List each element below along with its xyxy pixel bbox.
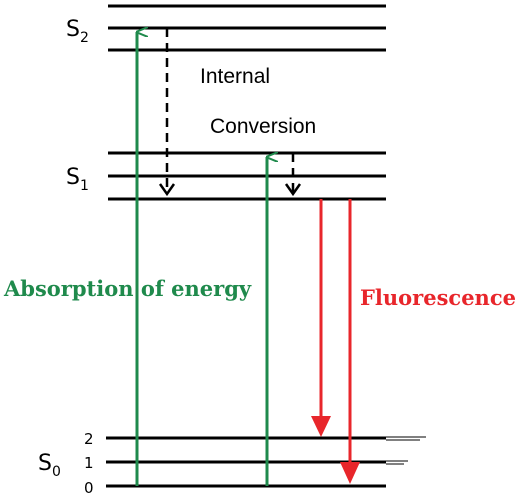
internal-conversion-label-line1: Internal <box>200 65 270 88</box>
s0-label: S0 <box>38 451 61 480</box>
s1-label: S1 <box>66 165 89 194</box>
s2-label: S2 <box>66 17 89 46</box>
vib-level-label-0: 0 <box>84 479 94 497</box>
s2-levels <box>108 4 386 52</box>
absorption-label: Absorption of energy <box>3 276 252 301</box>
fluorescence-label: Fluorescence <box>360 285 516 310</box>
internal-conversion-label-line2: Conversion <box>210 115 316 138</box>
s1-levels <box>108 151 386 201</box>
absorption-arrows <box>135 32 267 486</box>
vib-level-label-2: 2 <box>84 430 94 448</box>
ic-arrow-within-s1-head <box>284 183 302 197</box>
s0-level-tails <box>386 436 426 465</box>
fluorescence-arrow-to-level-0-head <box>340 462 360 484</box>
internal-conversion-arrows <box>158 28 302 197</box>
s0-levels <box>106 436 386 488</box>
fluorescence-arrow-to-level-2-head <box>311 416 331 437</box>
vib-level-label-1: 1 <box>84 454 94 472</box>
fluorescence-arrows <box>311 199 360 484</box>
ic-arrow-s2-to-s1-head <box>158 183 176 197</box>
